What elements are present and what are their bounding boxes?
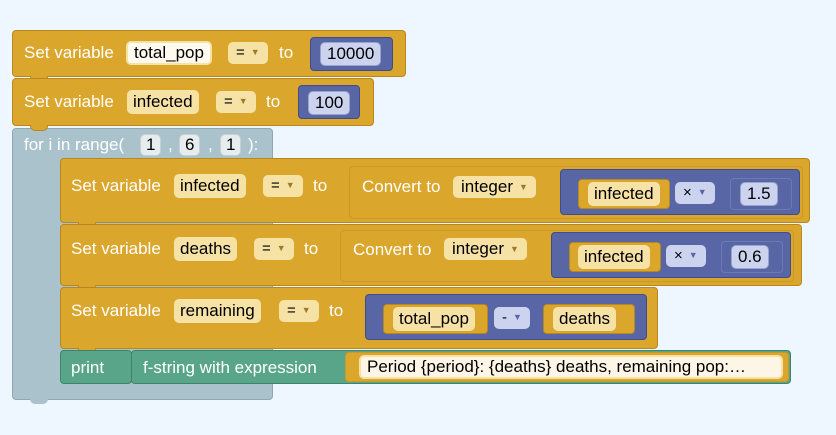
number-value-field[interactable]: 100 bbox=[308, 91, 351, 115]
variable-ref-field[interactable]: infected bbox=[578, 245, 650, 269]
math-operator-dropdown[interactable]: ×▼ bbox=[666, 245, 706, 267]
set-variable-label: Set variable bbox=[71, 301, 161, 320]
variable-name-field[interactable]: total_pop bbox=[126, 41, 212, 65]
range-comma-1: , bbox=[168, 135, 173, 154]
type-dropdown-label: integer bbox=[461, 177, 513, 196]
assign-operator-dropdown[interactable]: =▼ bbox=[263, 175, 303, 197]
variable-name-field[interactable]: deaths bbox=[174, 237, 238, 261]
fstring-label: f-string with expression bbox=[143, 358, 317, 377]
set-variable-label: Set variable bbox=[24, 92, 114, 111]
chevron-down-icon: ▼ bbox=[285, 180, 295, 190]
math-operator-dropdown[interactable]: ×▼ bbox=[675, 182, 715, 204]
set-variable-label: Set variable bbox=[24, 43, 114, 62]
chevron-down-icon: ▼ bbox=[301, 305, 311, 315]
chevron-down-icon: ▼ bbox=[518, 182, 528, 192]
math-operator-label: × bbox=[683, 184, 692, 201]
number-value-field[interactable]: 10000 bbox=[320, 42, 382, 66]
assign-operator-dropdown[interactable]: =▼ bbox=[216, 91, 256, 113]
convert-to-label: Convert to bbox=[353, 240, 432, 259]
math-operator-dropdown[interactable]: -▼ bbox=[494, 307, 530, 329]
chevron-down-icon: ▼ bbox=[697, 187, 707, 197]
chevron-down-icon: ▼ bbox=[513, 312, 522, 322]
math-operator-label: - bbox=[502, 309, 507, 326]
print-block[interactable] bbox=[60, 350, 132, 384]
set-variable-label: Set variable bbox=[71, 176, 161, 195]
convert-to-label: Convert to bbox=[362, 177, 441, 196]
for-loop-prefix: for i in range( bbox=[24, 135, 125, 154]
print-label: print bbox=[71, 358, 105, 377]
range-start-field[interactable]: 1 bbox=[140, 134, 162, 156]
set-variable-label: Set variable bbox=[71, 239, 161, 258]
assign-operator-label: = bbox=[271, 177, 280, 194]
number-value-field[interactable]: 0.6 bbox=[731, 245, 769, 269]
assign-operator-dropdown[interactable]: =▼ bbox=[254, 238, 294, 260]
variable-name-field[interactable]: infected bbox=[127, 90, 199, 114]
type-dropdown[interactable]: integer ▼ bbox=[453, 176, 536, 198]
number-value-field[interactable]: 1.5 bbox=[740, 182, 778, 206]
assign-operator-dropdown[interactable]: =▼ bbox=[228, 42, 268, 64]
fstring-text-field[interactable]: Period {period}: {deaths} deaths, remain… bbox=[359, 355, 783, 379]
to-label: to bbox=[313, 176, 328, 195]
variable-ref-field[interactable]: infected bbox=[588, 182, 660, 206]
variable-ref-field[interactable]: deaths bbox=[553, 307, 617, 331]
chevron-down-icon: ▼ bbox=[238, 96, 248, 106]
for-loop-suffix: ): bbox=[248, 135, 259, 154]
type-dropdown-label: integer bbox=[452, 239, 504, 258]
range-comma-2: , bbox=[208, 135, 213, 154]
variable-ref-field[interactable]: total_pop bbox=[393, 307, 475, 331]
chevron-down-icon: ▼ bbox=[276, 243, 286, 253]
to-label: to bbox=[329, 301, 344, 320]
variable-name-field[interactable]: remaining bbox=[174, 299, 261, 323]
for-loop-bottom-notch bbox=[30, 398, 48, 404]
assign-operator-label: = bbox=[236, 44, 245, 61]
assign-operator-dropdown[interactable]: =▼ bbox=[279, 300, 319, 322]
block-notch bbox=[30, 125, 48, 131]
to-label: to bbox=[266, 92, 281, 111]
to-label: to bbox=[304, 239, 319, 258]
range-step-field[interactable]: 1 bbox=[220, 134, 242, 156]
assign-operator-label: = bbox=[287, 302, 296, 319]
range-stop-field[interactable]: 6 bbox=[179, 134, 201, 156]
chevron-down-icon: ▼ bbox=[688, 250, 698, 260]
type-dropdown[interactable]: integer ▼ bbox=[444, 238, 527, 260]
chevron-down-icon: ▼ bbox=[250, 47, 260, 57]
variable-name-field[interactable]: infected bbox=[174, 174, 246, 198]
assign-operator-label: = bbox=[224, 93, 233, 110]
assign-operator-label: = bbox=[262, 240, 271, 257]
to-label: to bbox=[279, 43, 294, 62]
math-operator-label: × bbox=[674, 247, 683, 264]
chevron-down-icon: ▼ bbox=[509, 244, 519, 254]
